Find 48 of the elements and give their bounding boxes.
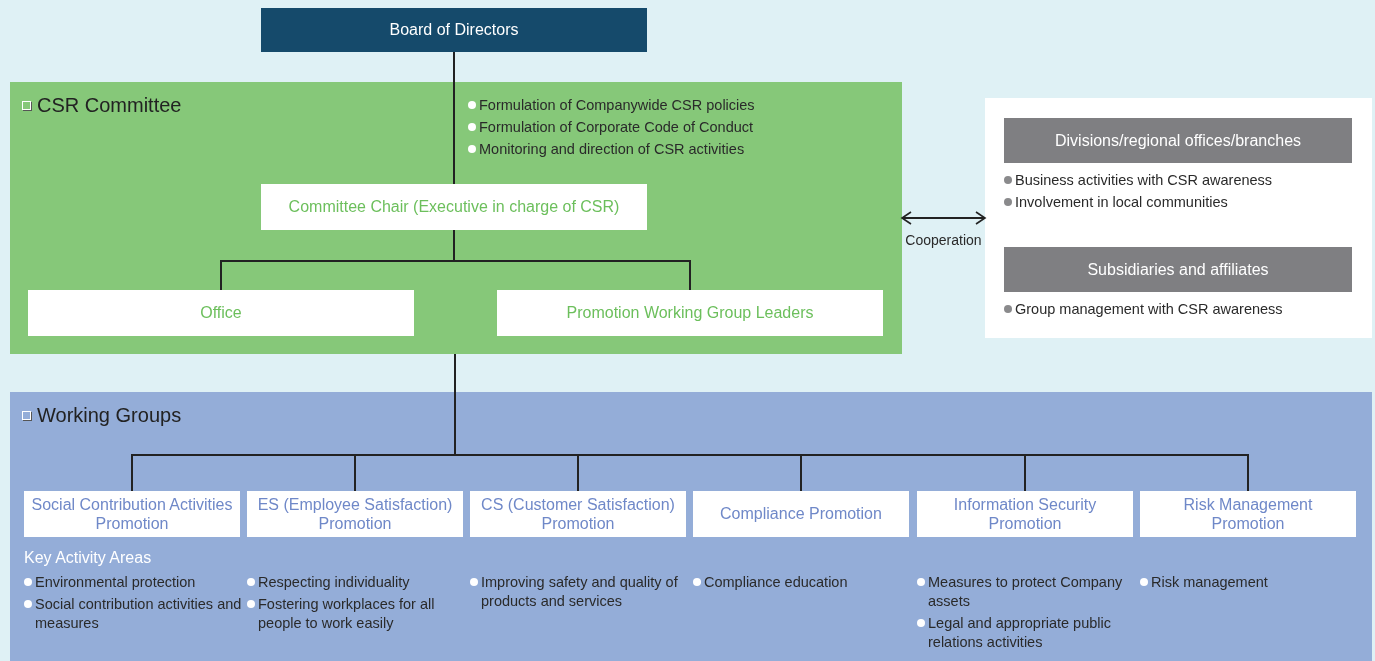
bullet-item: Business activities with CSR awareness [1004, 171, 1375, 190]
bullet-item: Group management with CSR awareness [1004, 300, 1375, 319]
box-label: Risk Management Promotion [1182, 494, 1314, 534]
bullet-item: Involvement in local communities [1004, 192, 1375, 212]
box-label: Divisions/regional offices/branches [1053, 130, 1303, 151]
box-label: Board of Directors [388, 20, 520, 40]
bullet-item: Environmental protection [24, 573, 248, 592]
box-label: Compliance Promotion [719, 504, 883, 524]
working-group-box [470, 491, 686, 537]
working-group-box [247, 491, 463, 537]
bullet-item: Legal and appropriate public relations activities [917, 613, 1141, 652]
working-group-box [1140, 491, 1356, 537]
working-group-box [24, 491, 240, 537]
arrow [901, 211, 986, 225]
box-label: Committee Chair (Executive in charge of CSR) [287, 197, 621, 217]
working-group-box [693, 491, 909, 537]
role-box [497, 290, 883, 336]
bullet-item: Monitoring and direction of CSR activities [468, 139, 755, 159]
box-label: ES (Employee Satisfaction) Promotion [256, 494, 454, 534]
bullet-item: Respecting individuality [247, 573, 471, 592]
box-label: CS (Customer Satisfaction) Promotion [480, 494, 676, 534]
bullet-item: Social contribution activities and measures [24, 594, 248, 633]
bullet-item: Measures to protect Company assets [917, 573, 1141, 611]
box-label: Promotion Working Group Leaders [565, 303, 815, 323]
box-label: Information Security Promotion [952, 494, 1098, 534]
bullet-item: Improving safety and quality of products and services [470, 573, 694, 611]
organization-box [1004, 247, 1352, 292]
bullet-item: Formulation of Corporate Code of Conduct [468, 117, 755, 137]
bullet-item: Formulation of Companywide CSR policies [468, 96, 755, 115]
role-box [261, 184, 647, 230]
working-groups-panel [10, 392, 1372, 661]
box-label: Social Contribution Activities Promotion [30, 494, 234, 534]
box-label: Subsidiaries and affiliates [1086, 259, 1270, 280]
section-heading: Working Groups [37, 404, 182, 427]
connector-line [453, 51, 455, 185]
committee-panel [10, 82, 902, 354]
bullet-item: Compliance education [693, 573, 917, 592]
connector-line [453, 229, 691, 291]
working-group-box [917, 491, 1133, 537]
bullet-item: Risk management [1140, 573, 1364, 592]
edge-label: Cooperation [903, 232, 984, 248]
organization-box [1004, 118, 1352, 163]
box-label: Office [199, 303, 243, 323]
organization-panel [985, 98, 1372, 338]
section-heading: CSR Committee [37, 94, 182, 117]
role-box [28, 290, 414, 336]
board-box [261, 8, 647, 52]
bullet-item: Fostering workplaces for all people to work easily [247, 594, 471, 633]
